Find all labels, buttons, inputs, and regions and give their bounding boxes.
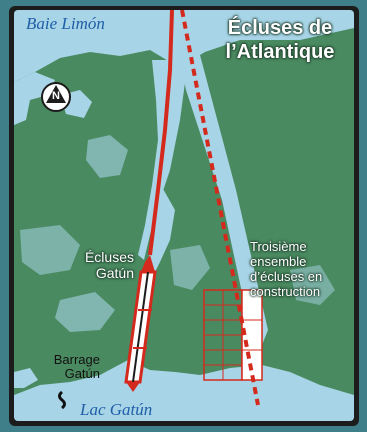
coast-water bbox=[14, 72, 55, 125]
gatun-dam-label: Barrage Gatún bbox=[24, 353, 100, 380]
third-locks-label-line2: ensemble bbox=[250, 253, 307, 269]
swamp-water-south bbox=[55, 292, 115, 332]
gatun-locks-structure bbox=[124, 255, 157, 392]
third-locks-label-line3: d’écluses en bbox=[250, 268, 323, 284]
compass-north-label: N bbox=[52, 90, 60, 102]
map-title-line1: Écluses de bbox=[227, 17, 333, 39]
existing-canal-route bbox=[148, 10, 174, 256]
third-locks-label: Troisième ensemble d’écluses en construc… bbox=[250, 239, 323, 300]
gatun-lake-water bbox=[14, 360, 354, 421]
gatun-dam-label-line2: Gatún bbox=[64, 365, 100, 381]
gatun-locks-label: Écluses Gatún bbox=[40, 249, 134, 281]
third-locks-label-line4: construction bbox=[250, 283, 321, 299]
water-label-gatun-lake: Lac Gatún bbox=[80, 400, 153, 419]
third-locks-label-line1: Troisième bbox=[250, 239, 307, 254]
swamp-water bbox=[86, 135, 128, 178]
swamp-water-west bbox=[20, 225, 80, 275]
channel-water bbox=[146, 180, 175, 278]
map-title: Écluses de l’Atlantique bbox=[205, 16, 355, 64]
swamp-water-east bbox=[290, 265, 335, 305]
new-channel-water bbox=[176, 40, 268, 345]
gatun-dam-label-line1: Barrage bbox=[53, 352, 100, 367]
map-title-line2: l’Atlantique bbox=[225, 41, 335, 63]
swamp-water-mid bbox=[170, 245, 210, 290]
compass-icon bbox=[41, 82, 71, 112]
water-label-limon-bay: Baie Limón bbox=[26, 14, 105, 33]
lake-inlet-water bbox=[14, 368, 38, 388]
gatun-locks-label-line2: Gatún bbox=[95, 265, 134, 282]
dam-marker bbox=[58, 390, 66, 410]
gatun-locks-label-line1: Écluses bbox=[84, 249, 134, 265]
